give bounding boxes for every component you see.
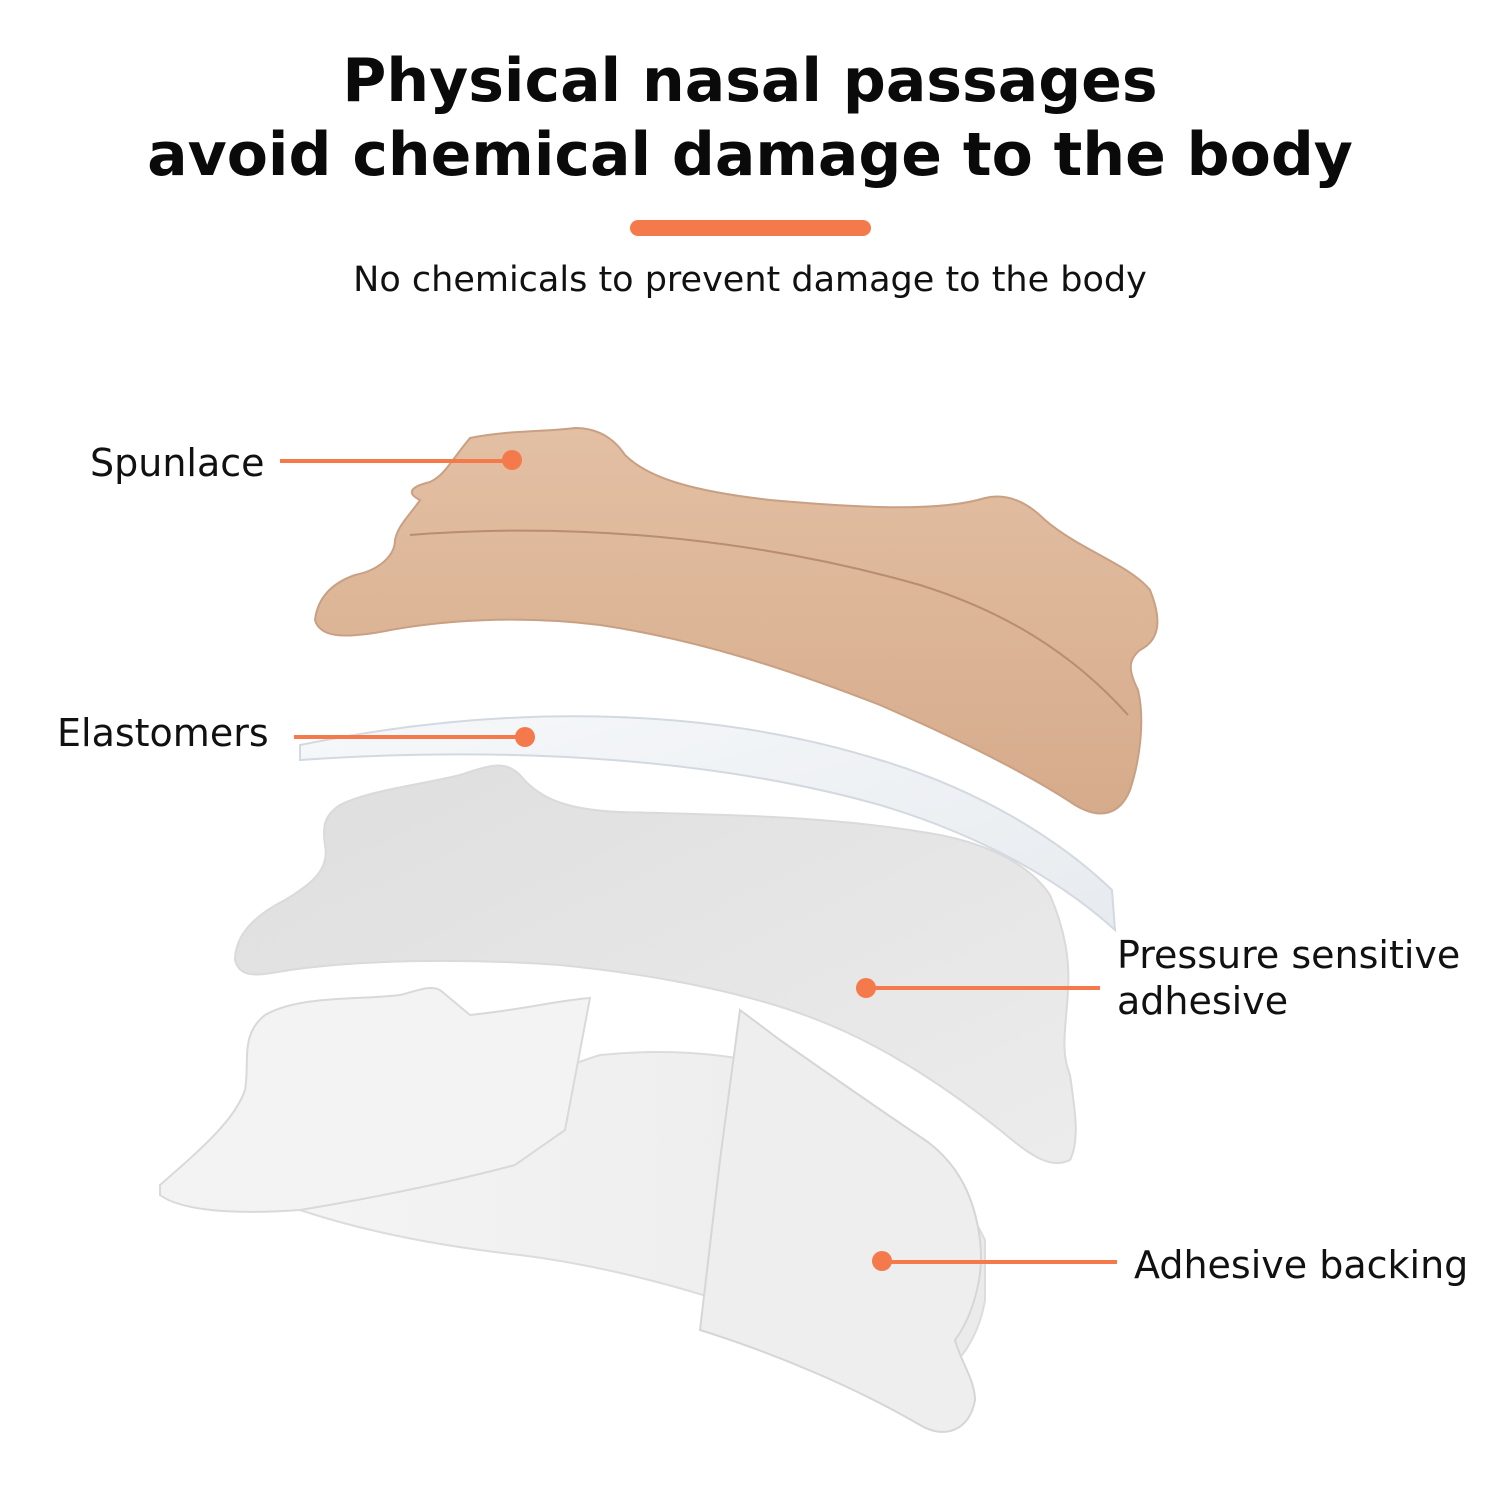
spunlace-seam <box>409 529 1129 716</box>
label-spunlace: Spunlace <box>90 441 265 485</box>
page-subtitle: No chemicals to prevent damage to the bo… <box>353 260 1147 300</box>
label-pressure-line-1: Pressure sensitive <box>1117 933 1461 977</box>
accent-divider <box>630 220 871 236</box>
spunlace-leader-dot <box>502 450 522 470</box>
backing-leader-dot <box>872 1251 892 1271</box>
adhesive-backing-layer <box>159 986 986 1433</box>
title-line-2: avoid chemical damage to the body <box>147 120 1353 190</box>
label-adhesive-backing: Adhesive backing <box>1134 1243 1469 1287</box>
label-elastomers: Elastomers <box>57 711 269 755</box>
pressure-leader-dot <box>856 978 876 998</box>
label-pressure-sensitive-adhesive: Pressure sensitive adhesive <box>1117 932 1460 1024</box>
pressure-sensitive-adhesive-layer <box>233 764 1077 1165</box>
spunlace-shape <box>313 426 1159 815</box>
title-line-1: Physical nasal passages <box>342 46 1158 116</box>
spunlace-layer <box>313 426 1159 815</box>
backing-left-wing <box>159 986 592 1213</box>
label-pressure-line-2: adhesive <box>1117 979 1289 1023</box>
elastomers-leader-dot <box>515 727 535 747</box>
backing-right-wing <box>698 1008 982 1433</box>
page-title: Physical nasal passages avoid chemical d… <box>0 44 1500 192</box>
